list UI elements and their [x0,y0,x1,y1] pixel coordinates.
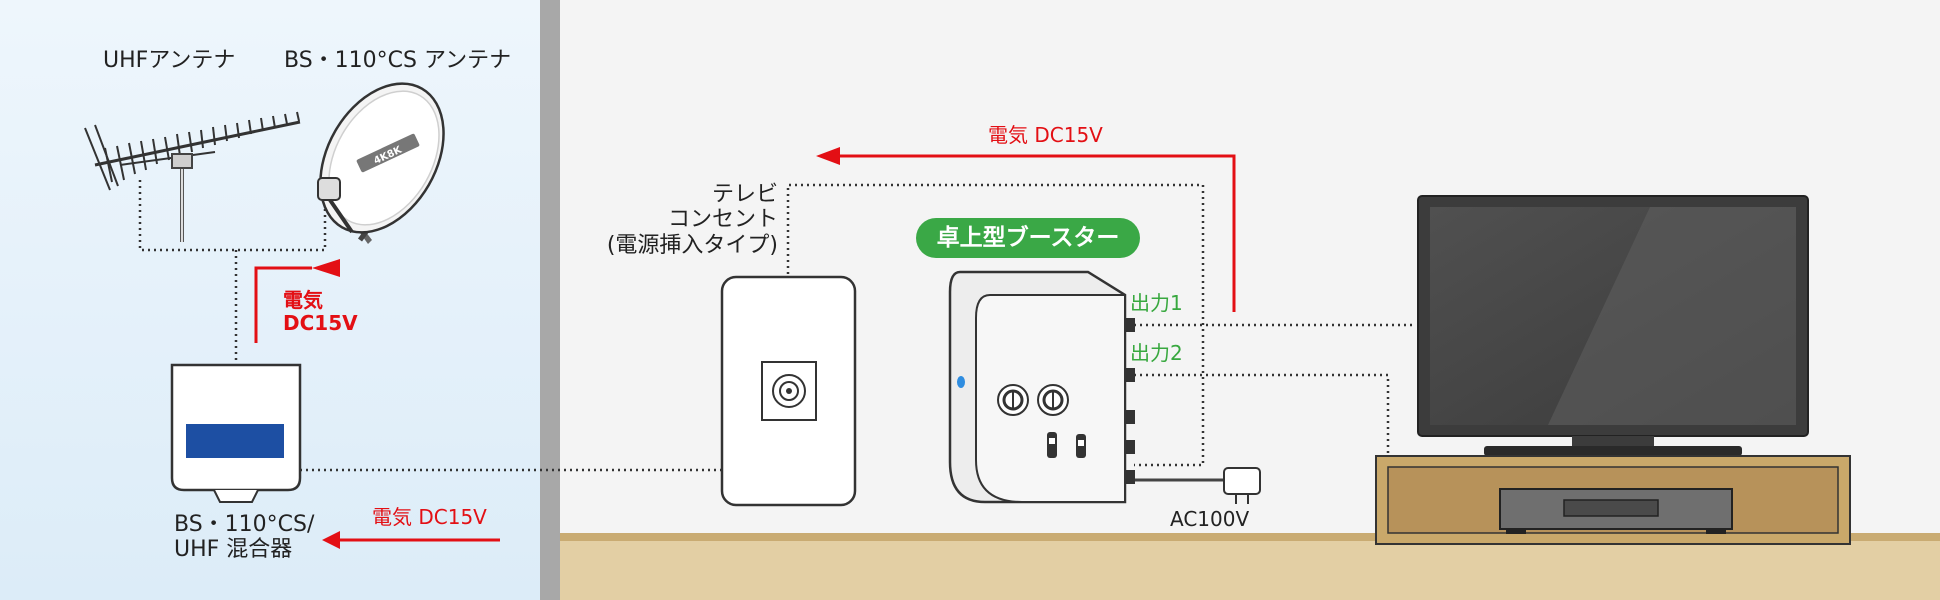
tv-stand [1375,455,1851,545]
ac100v-label: AC100V [1170,507,1250,531]
output1-label: 出力1 [1130,291,1183,315]
bs-dish-icon: 4K8K [317,82,445,244]
wall-outlet-label-line3: (電源挿入タイプ) [606,232,778,258]
booster-badge: 卓上型ブースター [916,218,1140,258]
wall-outlet [720,275,857,507]
wall-outlet-label-line1: テレビ [711,182,778,207]
mixer-label: BS・110°CS/ UHF 混合器 [174,512,314,563]
floor-edge [560,533,1940,541]
wall-outlet-label: テレビ コンセント (電源挿入タイプ) [556,182,778,258]
power-note-left-line1: 電気 [283,288,323,312]
wall-outlet-label-line2: コンセント [667,207,778,233]
output2-label: 出力2 [1130,341,1183,365]
wall [540,0,560,600]
power-arrows [254,154,1236,542]
floor [560,538,1940,600]
uhf-antenna-label: UHFアンテナ [103,48,236,73]
outdoor-area [0,0,540,600]
tv-set [1417,195,1809,456]
booster-unit [948,270,1261,504]
mixer-box [170,363,302,503]
power-note-bottom: 電気 DC15V [372,505,487,529]
mixer-label-line2: UHF 混合器 [174,537,293,563]
power-note-left-line2: DC15V [283,311,358,335]
bs-antenna-label: BS・110°CS アンテナ [284,48,512,73]
arrow-heads [312,147,840,549]
mixer-label-line1: BS・110°CS/ [174,512,315,537]
uhf-antenna-icon [84,111,301,242]
power-note-top: 電気 DC15V [988,123,1103,147]
cables [138,180,1510,510]
power-note-left: 電気 DC15V [283,289,358,335]
